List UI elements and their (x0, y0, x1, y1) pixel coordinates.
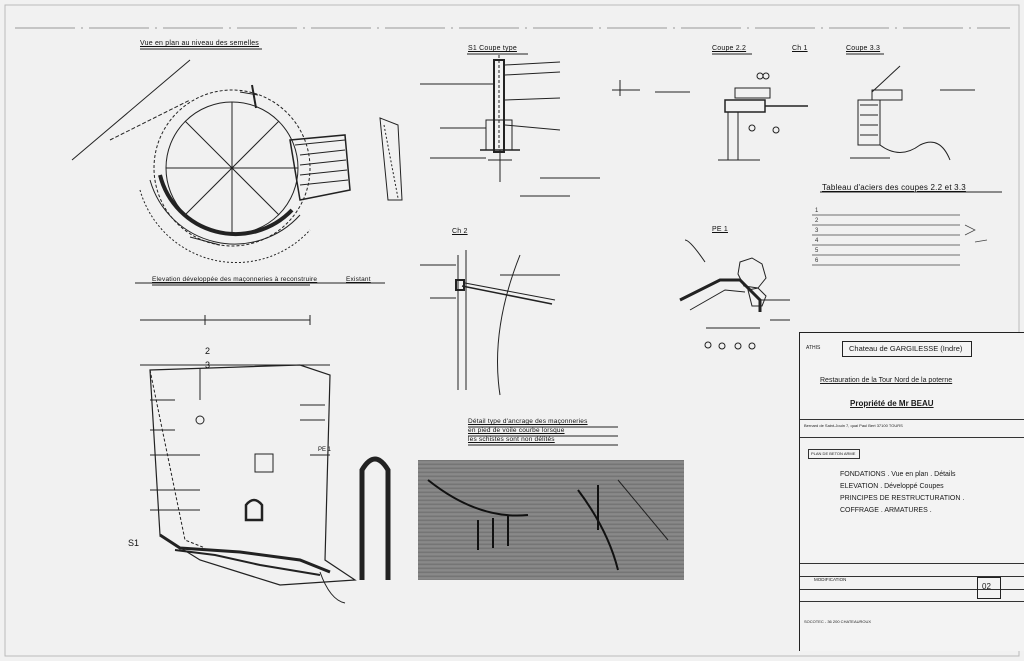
cut-marker-2: 2 (205, 346, 211, 356)
table-row-6: 6 (815, 258, 819, 264)
s1-marker: S1 (128, 538, 140, 548)
elevation-title: Elevation développée des maçonneries à r… (152, 276, 318, 283)
coupe-33-title: Coupe 3.3 (846, 45, 881, 52)
steel-table-title: Tableau d'aciers des coupes 2.2 et 3.3 (822, 183, 966, 192)
modification-label: MODIFICATION (814, 577, 847, 582)
contents-line-1: FONDATIONS . Vue en plan . Détails (840, 471, 956, 478)
title-block-divider (800, 419, 1024, 420)
engineer-line: SOCOTEC - 36 200 CHATEAUROUX (804, 619, 872, 624)
pe1-marker: PE 1 (318, 447, 332, 453)
s1-section (420, 55, 600, 197)
plan-view (71, 59, 351, 264)
sheet-number-box: 02 (977, 577, 1001, 599)
title-block-divider (800, 589, 1024, 590)
s1-section-title: S1 Coupe type (468, 45, 517, 52)
anchoring-detail-photo (418, 460, 684, 580)
plan-label-box: PLAN DE BETON ARME (808, 449, 860, 459)
table-row-4: 4 (815, 238, 819, 244)
title-block-divider (800, 437, 1024, 438)
subject-line: Restauration de la Tour Nord de la poter… (820, 377, 953, 384)
plan-label: PLAN DE BETON ARME (811, 451, 856, 456)
pe1-title: PE 1 (712, 226, 728, 233)
ch1-title: Ch 1 (792, 45, 808, 52)
project-box: Chateau de GARGILESSE (Indre) (842, 341, 972, 357)
owner-line: Propriété de Mr BEAU (850, 399, 934, 408)
table-row-5: 5 (815, 248, 819, 254)
sheet-number: 02 (982, 582, 991, 591)
plan-view-title: Vue en plan au niveau des semelles (140, 40, 260, 47)
existant-label: Existant (346, 276, 371, 283)
title-block-footer: SOCOTEC - 36 200 CHATEAUROUX (800, 601, 1024, 651)
contents-line-4: COFFRAGE . ARMATURES . (840, 507, 932, 514)
detail-title-line-2: en pied de voile courbe lorsque (468, 427, 565, 434)
table-row-1: 1 (815, 208, 819, 214)
table-row-3: 3 (815, 228, 819, 234)
ch2-title: Ch 2 (452, 228, 468, 235)
address-line: Bernard de Saint-Jouin 7, quai Paul Bert… (804, 423, 903, 428)
title-block-divider (800, 563, 1024, 564)
title-block: ATHIS Chateau de GARGILESSE (Indre) Rest… (799, 332, 1024, 651)
coupe-22-title: Coupe 2.2 (712, 45, 747, 52)
contents-line-3: PRINCIPES DE RESTRUCTURATION . (840, 495, 965, 502)
elevation-view (135, 282, 391, 604)
coupe-33 (850, 65, 975, 161)
coupe-22 (718, 72, 808, 161)
project-name: Chateau de GARGILESSE (Indre) (849, 344, 963, 353)
title-block-divider (800, 601, 1024, 602)
title-block-divider (800, 576, 1024, 577)
detail-title-line-3: les schistes sont non délités (468, 436, 555, 443)
ch2-detail (420, 250, 560, 396)
pe1-detail (679, 239, 790, 350)
contents-line-2: ELEVATION . Développé Coupes (840, 483, 944, 490)
table-row-2: 2 (815, 218, 819, 224)
detail-title-line-1: Détail type d'ancrage des maçonneries (468, 418, 588, 425)
photo-linework (427, 479, 669, 571)
cut-marker-3: 3 (205, 360, 211, 370)
title-block-label: ATHIS (806, 345, 821, 351)
